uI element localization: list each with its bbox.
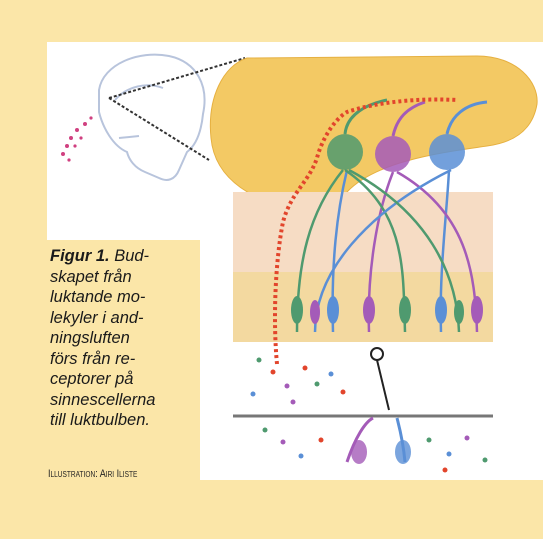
airflow-dots: [61, 116, 93, 161]
caption-line: ceptorer på: [50, 370, 133, 388]
figure-label: Figur 1.: [50, 247, 110, 265]
caption-line: skapet från: [50, 268, 132, 286]
illustration-credit: Illustration: Airi Iliste: [48, 468, 137, 480]
figure-caption-box: Figur 1. Bud- skapet från luktande mo- l…: [40, 240, 200, 480]
tissue-layer-lower: [233, 272, 493, 342]
caption-line: ningsluften: [50, 329, 130, 347]
caption-line: förs från re-: [50, 350, 135, 368]
caption-line: till luktbulben.: [50, 411, 150, 429]
bottom-neurons: [347, 418, 411, 464]
caption-line: lekyler i and-: [50, 309, 144, 327]
pin-marker: [371, 348, 389, 410]
olfactory-bulb: [210, 56, 537, 211]
caption-line: sinnescellerna: [50, 391, 155, 409]
head-outline: [99, 55, 205, 180]
figure-caption: Figur 1. Bud- skapet från luktande mo- l…: [50, 246, 200, 431]
caption-line: Bud-: [114, 247, 149, 265]
caption-line: luktande mo-: [50, 288, 145, 306]
